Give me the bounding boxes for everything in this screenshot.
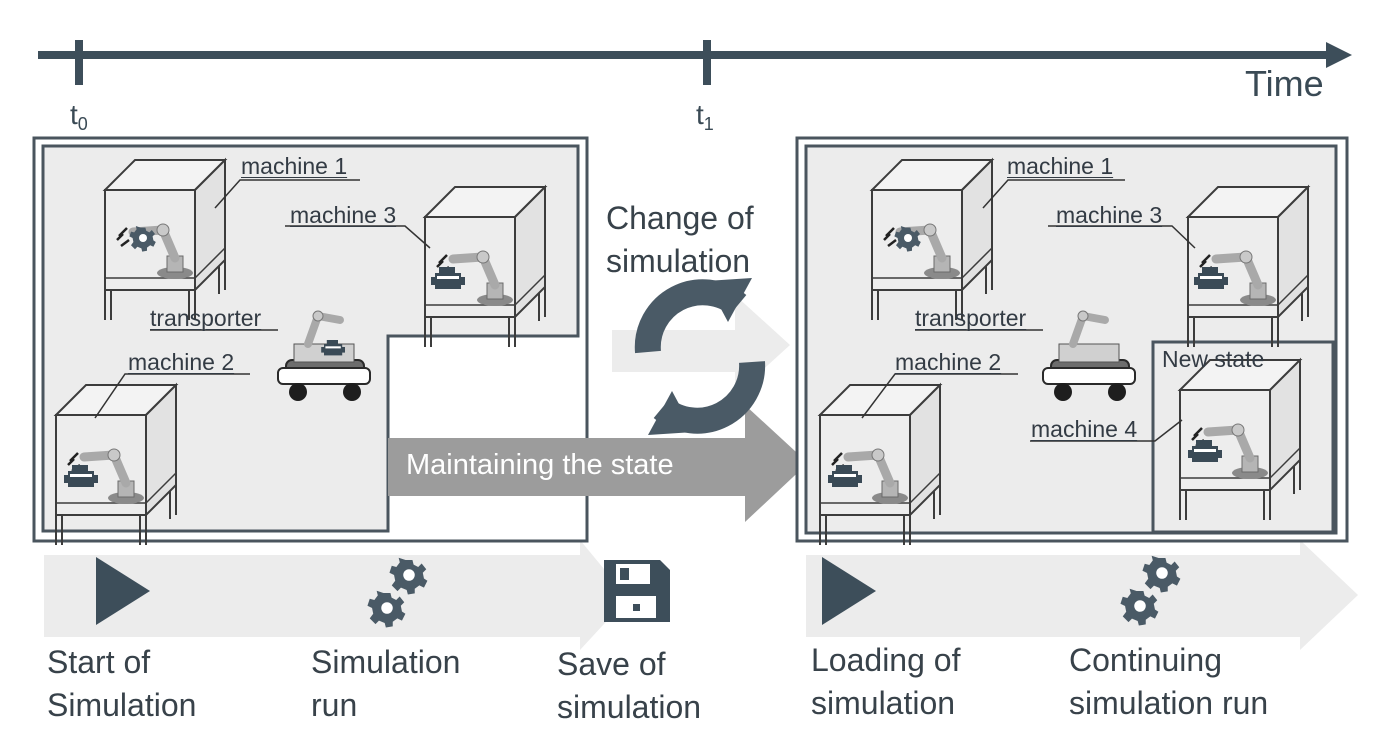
step-arrow-right: [806, 540, 1358, 650]
t0-letter: t: [70, 99, 78, 130]
t1-subscript: 1: [703, 114, 714, 134]
machine-4-label: machine 4: [1031, 416, 1138, 442]
t1-letter: t: [696, 99, 704, 130]
step-start-label: Start of Simulation: [47, 644, 197, 724]
right-machine-2-label: machine 2: [895, 349, 1002, 375]
maintaining-arrow: [388, 405, 808, 522]
t0-subscript: 0: [77, 114, 88, 134]
floppy-disk-icon: [604, 560, 670, 622]
play-icon-loading: [822, 557, 876, 625]
change-of-simulation-label: Change of simulation: [606, 200, 754, 280]
left-machine-3-label: machine 3: [290, 202, 397, 228]
leader-lines: [94, 179, 1196, 442]
time-axis: [38, 40, 1352, 85]
maintaining-state-label: Maintaining the state: [406, 449, 674, 481]
step-continuing-label: Continuing simulation run: [1069, 642, 1269, 722]
step-loading-label: Loading of simulation: [811, 642, 961, 722]
t0-label: t0: [70, 99, 88, 134]
step-save-label: Save of simulation: [557, 646, 702, 726]
right-transporter-label: transporter: [915, 305, 1027, 331]
right-machine-1-label: machine 1: [1007, 153, 1114, 179]
refresh-icon: [634, 278, 766, 435]
t0-tick-mark: [75, 40, 83, 85]
left-machine-2-label: machine 2: [128, 349, 235, 375]
t1-label: t1: [696, 99, 714, 134]
new-state-label: New state: [1162, 346, 1265, 372]
step-run-label: Simulation run: [311, 644, 461, 724]
right-machine-3-label: machine 3: [1056, 202, 1163, 228]
left-transporter-label: transporter: [150, 305, 262, 331]
play-icon-start: [96, 557, 150, 625]
time-axis-label: Time: [1245, 63, 1324, 104]
step-arrow-left: [44, 540, 628, 650]
left-machine-1-label: machine 1: [241, 153, 348, 179]
t1-tick-mark: [703, 40, 711, 85]
